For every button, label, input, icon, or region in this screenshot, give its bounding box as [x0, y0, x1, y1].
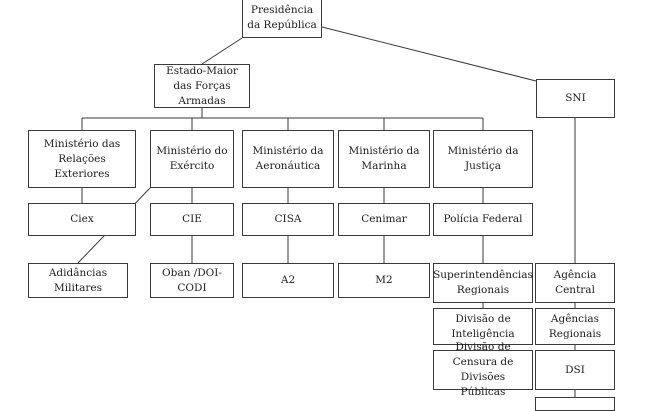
label-cenimar: Cenimar	[361, 213, 407, 225]
box-ministerio-justica: Ministério da Justiça	[433, 130, 533, 188]
label-dsi: DSI	[565, 363, 585, 376]
box-ministerio-exercito: Ministério do Exército	[150, 130, 234, 188]
box-bottom-partial	[535, 397, 615, 411]
box-m2: M2	[338, 263, 430, 298]
box-sni: SNI	[536, 79, 615, 118]
label-cie: CIE	[182, 213, 202, 225]
box-adidancias-militares: Adidâncias Militares	[28, 263, 128, 298]
box-superintendencias-regionais: Superintendências Regionais	[433, 263, 533, 303]
label-adidancias: Adidâncias Militares	[48, 266, 108, 294]
label-presidencia: Presidência da República	[247, 4, 317, 31]
connector-presidencia-emfa	[201, 37, 243, 65]
label-divisao-inteligencia: Divisão de Inteligência	[451, 312, 515, 340]
box-dsi: DSI	[535, 350, 615, 390]
label-justica: Ministério da Justiça	[447, 145, 519, 172]
label-exercito: Ministério do Exército	[156, 145, 228, 172]
label-agencia-central: Agência Central	[553, 269, 597, 296]
label-divisao-censura: Divisão de Censura de Divisões Públicas	[452, 341, 514, 398]
box-divisao-censura: Divisão de Censura de Divisões Públicas	[433, 341, 533, 398]
box-estado-maior: Estado-Maior das Forças Armadas	[154, 64, 250, 108]
box-ministerio-relacoes-exteriores: Ministério das Relações Exteriores	[28, 130, 136, 188]
label-ciex: Ciex	[70, 213, 94, 225]
box-ciex: Ciex	[28, 203, 136, 236]
label-aeronautica: Ministério da Aeronáutica	[252, 145, 324, 172]
box-agencias-regionais: Agências Regionais	[535, 308, 615, 345]
box-presidencia: Presidência da República	[242, 0, 322, 38]
label-marinha: Ministério da Marinha	[348, 145, 420, 172]
label-oban: Oban /DOI-CODI	[162, 266, 222, 294]
box-policia-federal: Polícia Federal	[433, 203, 533, 236]
label-a2: A2	[280, 274, 296, 286]
label-sni: SNI	[565, 92, 586, 104]
box-ministerio-aeronautica: Ministério da Aeronáutica	[242, 130, 334, 188]
connector-presidencia-sni	[321, 26, 537, 82]
box-ministerio-marinha: Ministério da Marinha	[338, 130, 430, 188]
label-cisa: CISA	[274, 213, 302, 225]
label-agencias-regionais: Agências Regionais	[548, 312, 602, 340]
label-superintendencias: Superintendências Regionais	[433, 269, 533, 296]
box-cisa: CISA	[242, 203, 334, 236]
box-cenimar: Cenimar	[338, 203, 430, 236]
label-policia-federal: Polícia Federal	[443, 213, 523, 225]
box-divisao-inteligencia: Divisão de Inteligência	[433, 308, 533, 345]
label-mre: Ministério das Relações Exteriores	[43, 137, 121, 180]
box-cie: CIE	[150, 203, 234, 236]
box-oban-doi-codi: Oban /DOI-CODI	[150, 263, 234, 298]
box-a2: A2	[242, 263, 334, 298]
box-agencia-central: Agência Central	[535, 263, 615, 303]
label-m2: M2	[375, 274, 393, 286]
label-estado-maior: Estado-Maior das Forças Armadas	[166, 64, 238, 107]
